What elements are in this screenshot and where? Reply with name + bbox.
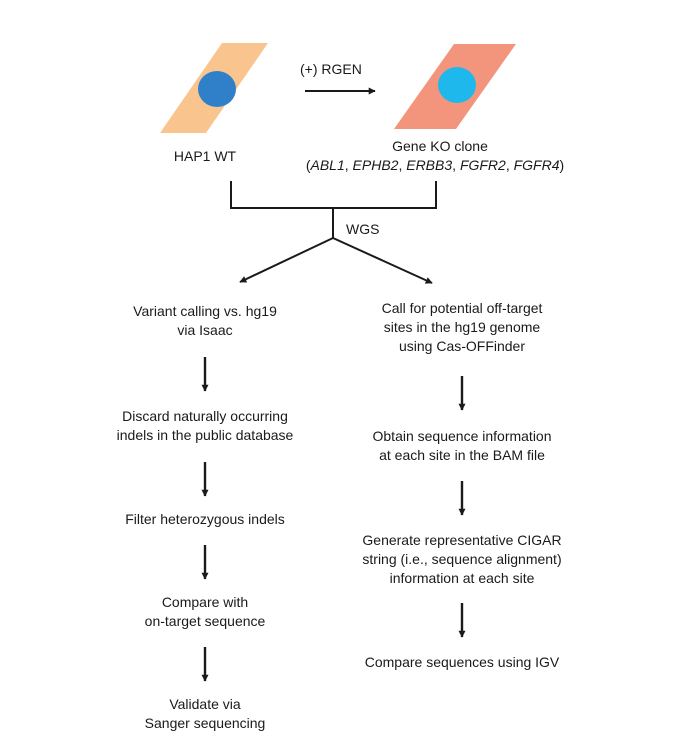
gene-erbb3: ERBB3 <box>406 157 453 173</box>
gene-fgfr2: FGFR2 <box>459 157 506 173</box>
gene-abl1: ABL1 <box>310 157 345 173</box>
gene-fgfr4: FGFR4 <box>513 157 560 173</box>
wt-cell-nucleus <box>198 71 236 107</box>
left-step-3: Filter heterozygous indels <box>125 511 285 527</box>
branch-arrow-left <box>239 237 334 283</box>
wt-label: HAP1 WT <box>173 148 237 164</box>
ko-gene-list: (ABL1, EPHB2, ERBB3, FGFR2, FGFR4) <box>305 157 565 173</box>
merge-bracket <box>230 181 437 238</box>
treatment-label: (+) RGEN <box>300 61 362 77</box>
ko-cell-nucleus <box>438 67 476 103</box>
right-step-4: Compare sequences using IGV <box>364 654 560 670</box>
wgs-label: WGS <box>346 221 380 237</box>
branch-arrow-right <box>332 237 433 284</box>
ko-label: Gene KO clone <box>392 138 488 154</box>
gene-ephb2: EPHB2 <box>352 157 399 173</box>
